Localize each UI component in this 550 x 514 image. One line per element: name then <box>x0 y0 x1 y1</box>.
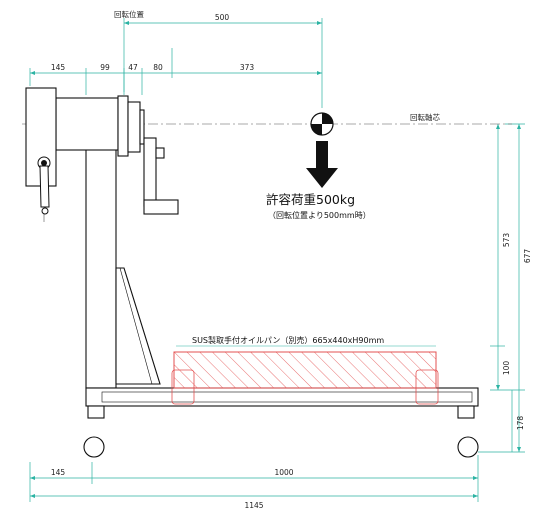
oil-pan-handle-right <box>415 369 439 405</box>
head-flange-inner <box>139 109 145 145</box>
oil-pan-handle-left <box>171 369 195 405</box>
dim-47: 47 <box>128 63 138 72</box>
bracket-foot <box>143 199 179 215</box>
center-of-gravity-symbol <box>310 112 334 136</box>
rotation-bracket <box>143 137 157 207</box>
allowable-load-title: 許容荷重500kg <box>266 192 355 207</box>
dimension-arrows <box>30 21 521 498</box>
dim-1145: 1145 <box>244 501 263 510</box>
dim-145-bottom: 145 <box>51 468 66 477</box>
oil-pan <box>171 345 439 405</box>
rear-caster <box>457 436 479 458</box>
dim-573: 573 <box>502 233 511 248</box>
crank-handle <box>37 156 51 215</box>
dim-100: 100 <box>502 361 511 376</box>
rear-foot <box>457 405 475 419</box>
rotation-position-label: 回転位置 <box>114 9 144 19</box>
dim-500: 500 <box>215 13 230 22</box>
dim-145-top: 145 <box>51 63 66 72</box>
dim-1000: 1000 <box>274 468 293 477</box>
rotation-axis-label: 回転軸芯 <box>410 112 440 122</box>
head-flange-outer <box>117 95 129 157</box>
front-caster <box>83 436 105 458</box>
oil-pan-label: SUS製取手付オイルパン（別売）665x440xH90mm <box>192 335 384 345</box>
dim-99: 99 <box>100 63 110 72</box>
dim-178: 178 <box>516 416 525 431</box>
dim-373: 373 <box>240 63 255 72</box>
support-brace <box>115 267 161 385</box>
vertical-column <box>85 131 117 389</box>
base-rail-inner <box>101 391 473 403</box>
dim-677: 677 <box>523 249 532 264</box>
dim-80: 80 <box>153 63 163 72</box>
bracket-knob <box>155 147 165 159</box>
allowable-load-note: （回転位置より500mm時） <box>268 210 371 220</box>
horizontal-arm <box>55 97 119 151</box>
front-foot <box>87 405 105 419</box>
load-arrow <box>306 141 338 188</box>
engine-stand <box>25 87 479 458</box>
head-flange-body <box>127 101 141 153</box>
